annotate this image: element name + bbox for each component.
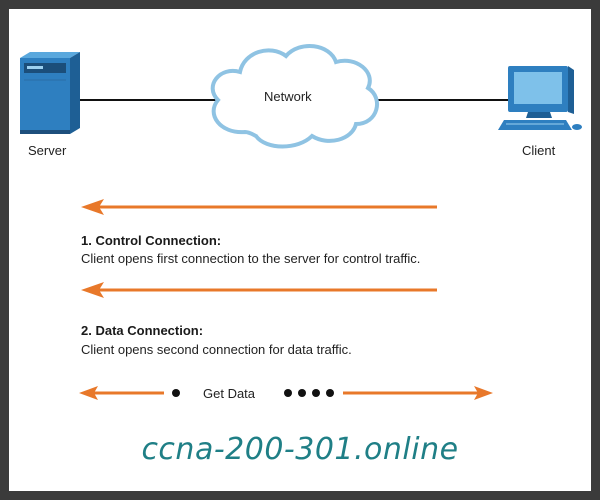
step-1-description: Client opens first connection to the ser… [81,251,421,266]
step-1-title: 1. Control Connection: [81,233,222,248]
client-label: Client [522,143,556,158]
transfer-dot [172,389,180,397]
transfer-dot [312,389,320,397]
network-label: Network [264,89,312,104]
data-connection-arrow [81,282,437,298]
client-computer-icon [498,66,582,130]
watermark-text: ccna-200-301.online [141,432,459,467]
control-connection-arrow [81,199,437,215]
server-icon [20,52,80,134]
data-transfer-arrow [79,386,493,400]
transfer-dot [284,389,292,397]
get-data-label: Get Data [203,386,256,401]
server-label: Server [28,143,67,158]
transfer-dot [298,389,306,397]
step-2-description: Client opens second connection for data … [81,342,352,357]
network-cloud-icon [210,43,379,149]
step-2-title: 2. Data Connection: [81,323,204,338]
transfer-dot [326,389,334,397]
